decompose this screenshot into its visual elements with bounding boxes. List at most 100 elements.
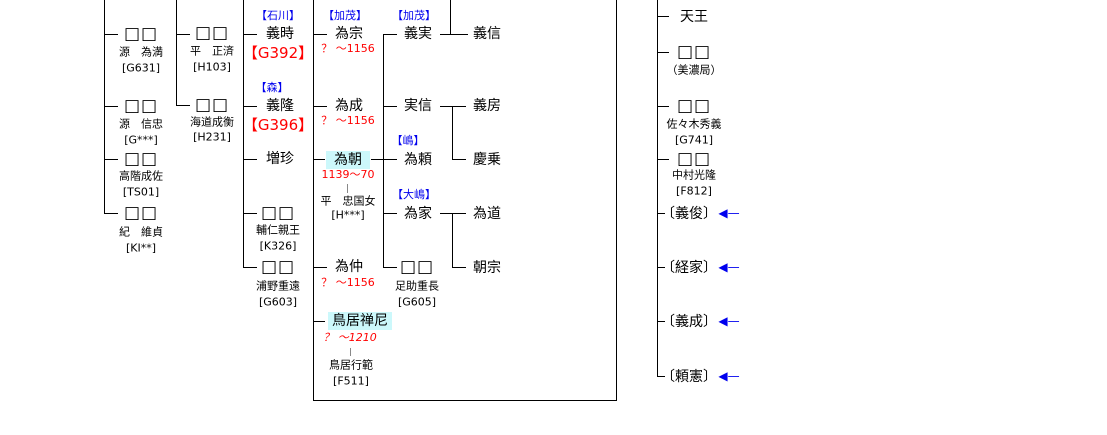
unknown-name: □□ [194,23,230,43]
left-arrow-icon[interactable]: ◀— [718,314,740,328]
person-name: 為仲 [335,259,363,275]
unknown-name: □□ [676,149,712,169]
spouse-name: 輔仁親王 [256,223,300,237]
person-code-link[interactable]: 【G392】 [242,44,314,62]
line [657,159,669,160]
cross-reference[interactable]: 〔義成〕 [661,314,717,330]
spouse-name: 足助重長 [395,279,439,293]
line [383,34,384,267]
person-name: 為家 [404,206,432,222]
person-name: 義実 [404,26,432,42]
unknown-name: □□ [260,257,296,277]
cross-reference[interactable]: 〔頼憲〕 [661,369,717,385]
left-arrow-icon[interactable]: ◀— [718,260,740,274]
person-name: 義房 [473,98,501,114]
person-code: [G***] [124,133,158,147]
life-dates: 1139～70 [321,168,375,181]
spouse-name: 平 忠国女 [320,194,376,208]
clan-tag: 【加茂】 [323,9,367,22]
person-name: 義隆 [266,98,294,114]
spouse-name: 海道成衡 [190,115,234,129]
unknown-name: □□ [399,257,435,277]
person-code[interactable]: [H231] [193,130,231,144]
person-code[interactable]: [K326] [259,239,297,253]
line [243,106,257,107]
line [313,34,327,35]
line [313,106,327,107]
line [452,213,453,267]
unknown-name: □□ [676,42,712,62]
cross-reference[interactable]: 〔義俊〕 [661,206,717,222]
line [371,159,397,160]
line [383,34,397,35]
unknown-name: □□ [260,203,296,223]
spouse-name: 中村光隆 [672,168,716,182]
unknown-name: □□ [123,203,159,223]
person-name: 為道 [473,206,501,222]
person-name: 慶乗 [473,152,501,168]
life-dates: ？ ～1156 [321,114,375,127]
unknown-name: □□ [123,96,159,116]
line [243,159,257,160]
title-name: （美濃局） [666,63,722,77]
line [313,0,314,400]
line [104,159,118,160]
spouse-name: 鳥居行範 [329,358,373,372]
person-name: 増珍 [266,151,294,167]
person-name: 天王 [680,9,708,25]
line [657,106,669,107]
person-code: [KI**] [125,241,157,255]
left-arrow-icon[interactable]: ◀— [718,369,740,383]
line [616,0,617,400]
person-code[interactable]: [G741] [674,133,714,147]
person-name: 朝宗 [473,260,501,276]
line [440,34,468,35]
line [452,106,453,159]
person-code[interactable]: [G631] [121,61,161,75]
line [104,106,118,107]
line [104,34,118,35]
spouse-connector [350,348,351,356]
line [243,267,257,268]
line [313,321,325,322]
clan-tag: 【石川】 [256,9,300,22]
spouse-name: 平 正済 [190,44,234,58]
unknown-name: □□ [676,96,712,116]
spouse-name: 源 信忠 [119,117,163,131]
person-code[interactable]: [TS01] [122,185,160,199]
line [452,267,466,268]
person-code[interactable]: [G605] [397,295,437,309]
spouse-name: 佐々木秀義 [666,117,722,131]
line [243,213,257,214]
line [383,213,397,214]
line [243,0,244,267]
line [657,376,665,377]
line [313,267,327,268]
life-dates: ？ ～1156 [321,276,375,289]
life-dates: ？ ～1210 [323,331,377,344]
unknown-name: □□ [123,24,159,44]
person-name: 義時 [266,26,294,42]
line [313,400,617,401]
person-code[interactable]: [H103] [193,60,231,74]
clan-tag: 【加茂】 [392,9,436,22]
person-code[interactable]: [F812] [676,184,712,198]
line [657,267,665,268]
spouse-name: 高階成佐 [119,169,163,183]
person-code[interactable]: [G603] [258,295,298,309]
person-code-link[interactable]: 【G396】 [242,116,314,134]
person-code[interactable]: [F511] [333,374,369,388]
line [383,106,397,107]
line [440,106,466,107]
person-name: 為宗 [335,26,363,42]
person-name: 為頼 [404,152,432,168]
person-name-highlighted: 鳥居禅尼 [328,312,392,330]
unknown-name: □□ [194,95,230,115]
line [243,34,257,35]
life-dates: ？ ～1156 [321,42,375,55]
line [452,159,466,160]
cross-reference[interactable]: 〔経家〕 [661,260,717,276]
left-arrow-icon[interactable]: ◀— [718,206,740,220]
spouse-name: 紀 維貞 [119,225,163,239]
